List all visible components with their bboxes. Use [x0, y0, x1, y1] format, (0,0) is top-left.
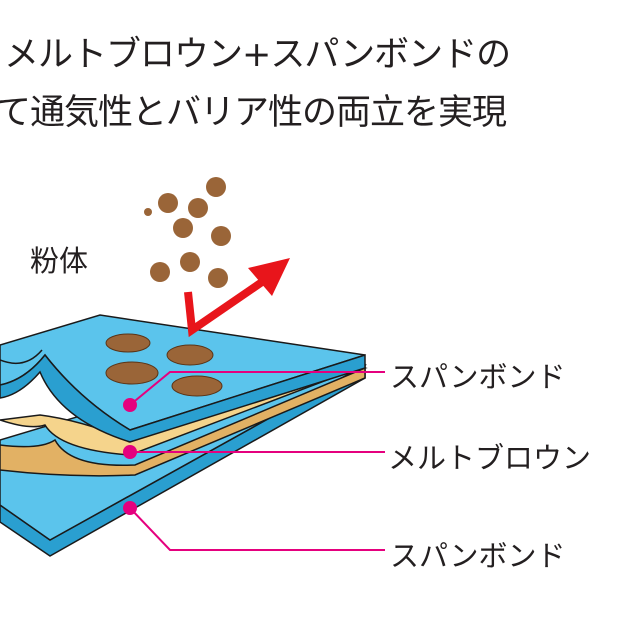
deflection-arrow — [184, 258, 290, 338]
powder-label: 粉体 — [30, 244, 89, 278]
powder-particles — [144, 177, 231, 288]
label-top-spunbond: スパンボンド — [390, 360, 566, 394]
label-bottom-spunbond: スパンボンド — [390, 539, 566, 573]
trapped-particles — [105, 333, 223, 397]
heading-line-1: メルトブロウン+スパンボンドの — [4, 35, 511, 75]
leader-lines — [129, 371, 385, 551]
label-meltblown: メルトブロウン — [388, 441, 592, 475]
heading-line-2: て通気性とバリア性の両立を実現 — [0, 93, 507, 133]
leader-dots — [123, 398, 137, 515]
